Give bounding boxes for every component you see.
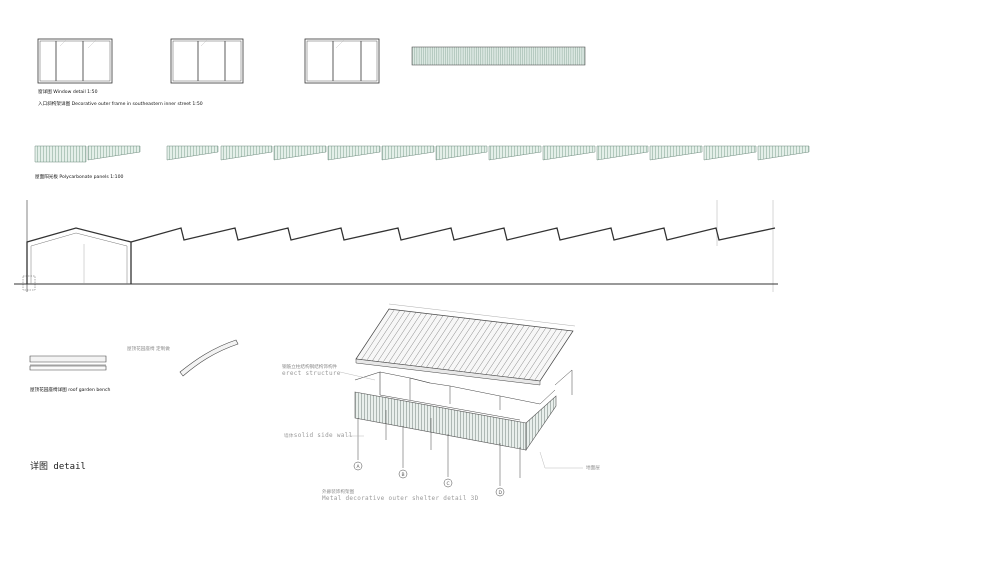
erect-structure-cn: 钢筋立柱结构钢结构饰构件	[282, 365, 338, 370]
roof-slat	[480, 323, 514, 374]
roof-slat	[518, 328, 552, 379]
window-elevation-2	[170, 38, 244, 84]
roof-slat	[523, 328, 557, 380]
roof-slat	[464, 321, 498, 373]
roof-slat	[501, 326, 536, 377]
polycarbonate-panel-strip	[411, 46, 586, 66]
bench-note: 屋顶花园座椅 定制做	[127, 347, 170, 352]
sawtooth-panel-row	[34, 145, 810, 163]
grid-axis-b: B	[402, 472, 405, 478]
roof-slat	[485, 324, 520, 375]
grid-axis-a: A	[357, 464, 361, 470]
roof-slat	[491, 325, 525, 376]
roof-slat	[366, 310, 400, 361]
solid-wall-en: solid side wall	[293, 432, 353, 439]
solid-wall-cn: 墙体	[284, 434, 294, 439]
roof-slat	[529, 329, 563, 380]
roof-slat	[431, 317, 465, 369]
window-detail-label: 窗详图 Window detail 1:50	[38, 90, 98, 95]
roof-slat	[447, 319, 482, 371]
window-elevation-3	[304, 38, 380, 84]
grid-axis-c: C	[447, 481, 450, 487]
polycarbonate-label: 屋面阳光板 Polycarbonate panels 1:100	[35, 175, 124, 180]
shelter-en: Metal decorative outer shelter detail 3D	[322, 495, 479, 502]
roof-slat	[393, 313, 428, 364]
roof-slat	[458, 321, 492, 372]
roof-slat	[469, 322, 503, 373]
roof-slat	[404, 314, 438, 365]
window-elevation-1	[37, 38, 113, 84]
grid-axis-d: D	[499, 490, 503, 496]
roof-slat	[377, 311, 411, 362]
roof-slat	[496, 325, 530, 376]
shelter-cn: 外廊装饰构架图	[322, 490, 355, 495]
roof-slat	[426, 317, 460, 368]
ground-note: 地面层	[586, 466, 600, 471]
roof-slat	[415, 316, 449, 367]
sawtooth-elevation	[14, 200, 778, 292]
roof-slat	[512, 327, 547, 378]
roof-slat	[442, 319, 476, 370]
roof-slat	[409, 315, 444, 366]
roof-slat	[388, 312, 422, 363]
roof-slat	[372, 310, 406, 362]
roof-slat	[474, 323, 509, 374]
erect-structure-en: erect structure	[282, 370, 341, 377]
shelter-axonometric	[339, 303, 583, 497]
garden-bench-drawing	[29, 339, 239, 377]
roof-slat	[534, 330, 568, 381]
detail-title: 详图 detail	[30, 462, 86, 472]
outer-frame-label: 入口斜构架详图 Decorative outer frame in southe…	[38, 102, 203, 107]
roof-slat	[361, 309, 395, 360]
roof-slat	[437, 318, 471, 369]
roof-slat	[420, 316, 455, 367]
garden-bench-label: 屋顶花园座椅详图 roof garden bench	[30, 388, 111, 393]
roof-slat	[382, 312, 417, 363]
roof-slat	[399, 314, 433, 365]
roof-slat	[507, 327, 541, 378]
roof-slat	[453, 320, 487, 371]
solid-wall-label: 墙体solid side wall	[284, 432, 352, 439]
